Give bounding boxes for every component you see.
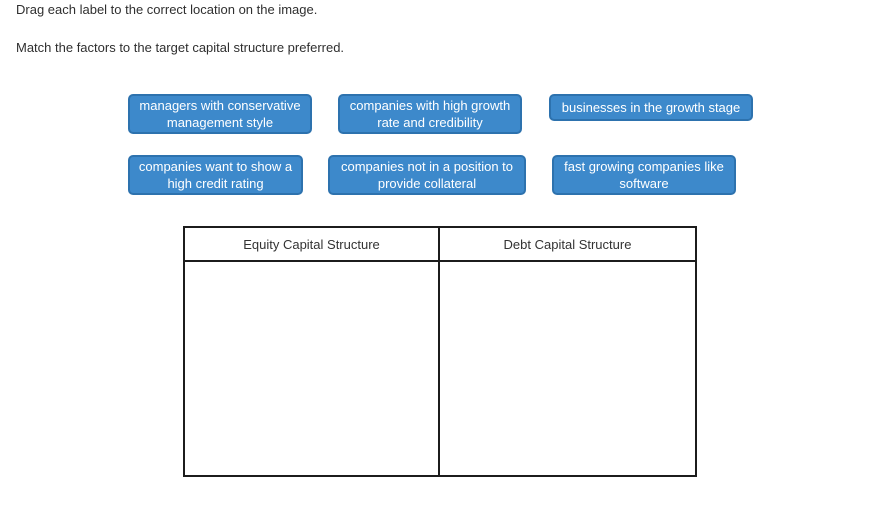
equity-column: Equity Capital Structure	[185, 228, 440, 475]
column-header-equity: Equity Capital Structure	[185, 228, 438, 262]
drag-label-growth-stage-businesses[interactable]: businesses in the growth stage	[549, 94, 753, 121]
debt-drop-zone[interactable]	[440, 262, 695, 475]
instruction-line-2: Match the factors to the target capital …	[16, 40, 345, 55]
debt-column: Debt Capital Structure	[440, 228, 695, 475]
drag-label-fast-growing-software[interactable]: fast growing companies like software	[552, 155, 736, 195]
capital-structure-table: Equity Capital Structure Debt Capital St…	[183, 226, 697, 477]
instruction-line-1: Drag each label to the correct location …	[16, 2, 318, 17]
equity-drop-zone[interactable]	[185, 262, 438, 475]
column-header-debt: Debt Capital Structure	[440, 228, 695, 262]
drag-label-no-collateral[interactable]: companies not in a position to provide c…	[328, 155, 526, 195]
drag-label-high-credit-rating[interactable]: companies want to show a high credit rat…	[128, 155, 303, 195]
drag-label-managers-conservative-style[interactable]: managers with conservative management st…	[128, 94, 312, 134]
drag-label-high-growth-credibility[interactable]: companies with high growth rate and cred…	[338, 94, 522, 134]
